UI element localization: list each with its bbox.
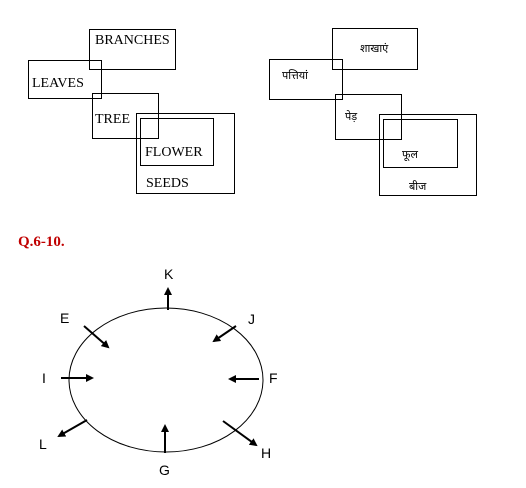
arrow-j [212,325,237,343]
branches-box [89,29,176,70]
arrow-l [57,419,88,437]
direction-label-e: E [60,310,70,326]
hindi-seeds-box [379,114,477,196]
question-heading: Q.6-10. [18,234,65,250]
hindi-leaves-label: पत्तियां [282,69,308,82]
hindi-tree-box [335,94,402,140]
flower-label: FLOWER [145,145,203,160]
hindi-tree-label: पेड़ [345,110,358,123]
arrow-h [222,420,258,447]
tree-label: TREE [95,112,130,127]
tree-box [92,93,159,139]
hindi-flower-label: फूल [402,148,418,161]
direction-label-j: J [248,311,255,327]
direction-label-f: F [269,370,278,386]
leaves-box [28,60,102,99]
arrow-e [83,325,110,349]
hindi-branches-box [332,28,418,70]
seeds-box [136,113,235,194]
direction-label-k: K [164,266,174,282]
hindi-branches-label: शाखाएं [360,42,389,55]
direction-label-g: G [159,462,170,478]
hindi-leaves-box [269,59,343,100]
direction-label-h: H [261,445,272,461]
flower-box [140,118,214,166]
direction-label-l: L [39,436,47,452]
seeds-label: SEEDS [146,176,189,191]
leaves-label: LEAVES [32,76,84,91]
direction-label-i: I [42,370,46,386]
hindi-seeds-label: बीज [409,180,427,193]
hindi-flower-box [383,119,458,168]
branches-label: BRANCHES [95,33,170,48]
